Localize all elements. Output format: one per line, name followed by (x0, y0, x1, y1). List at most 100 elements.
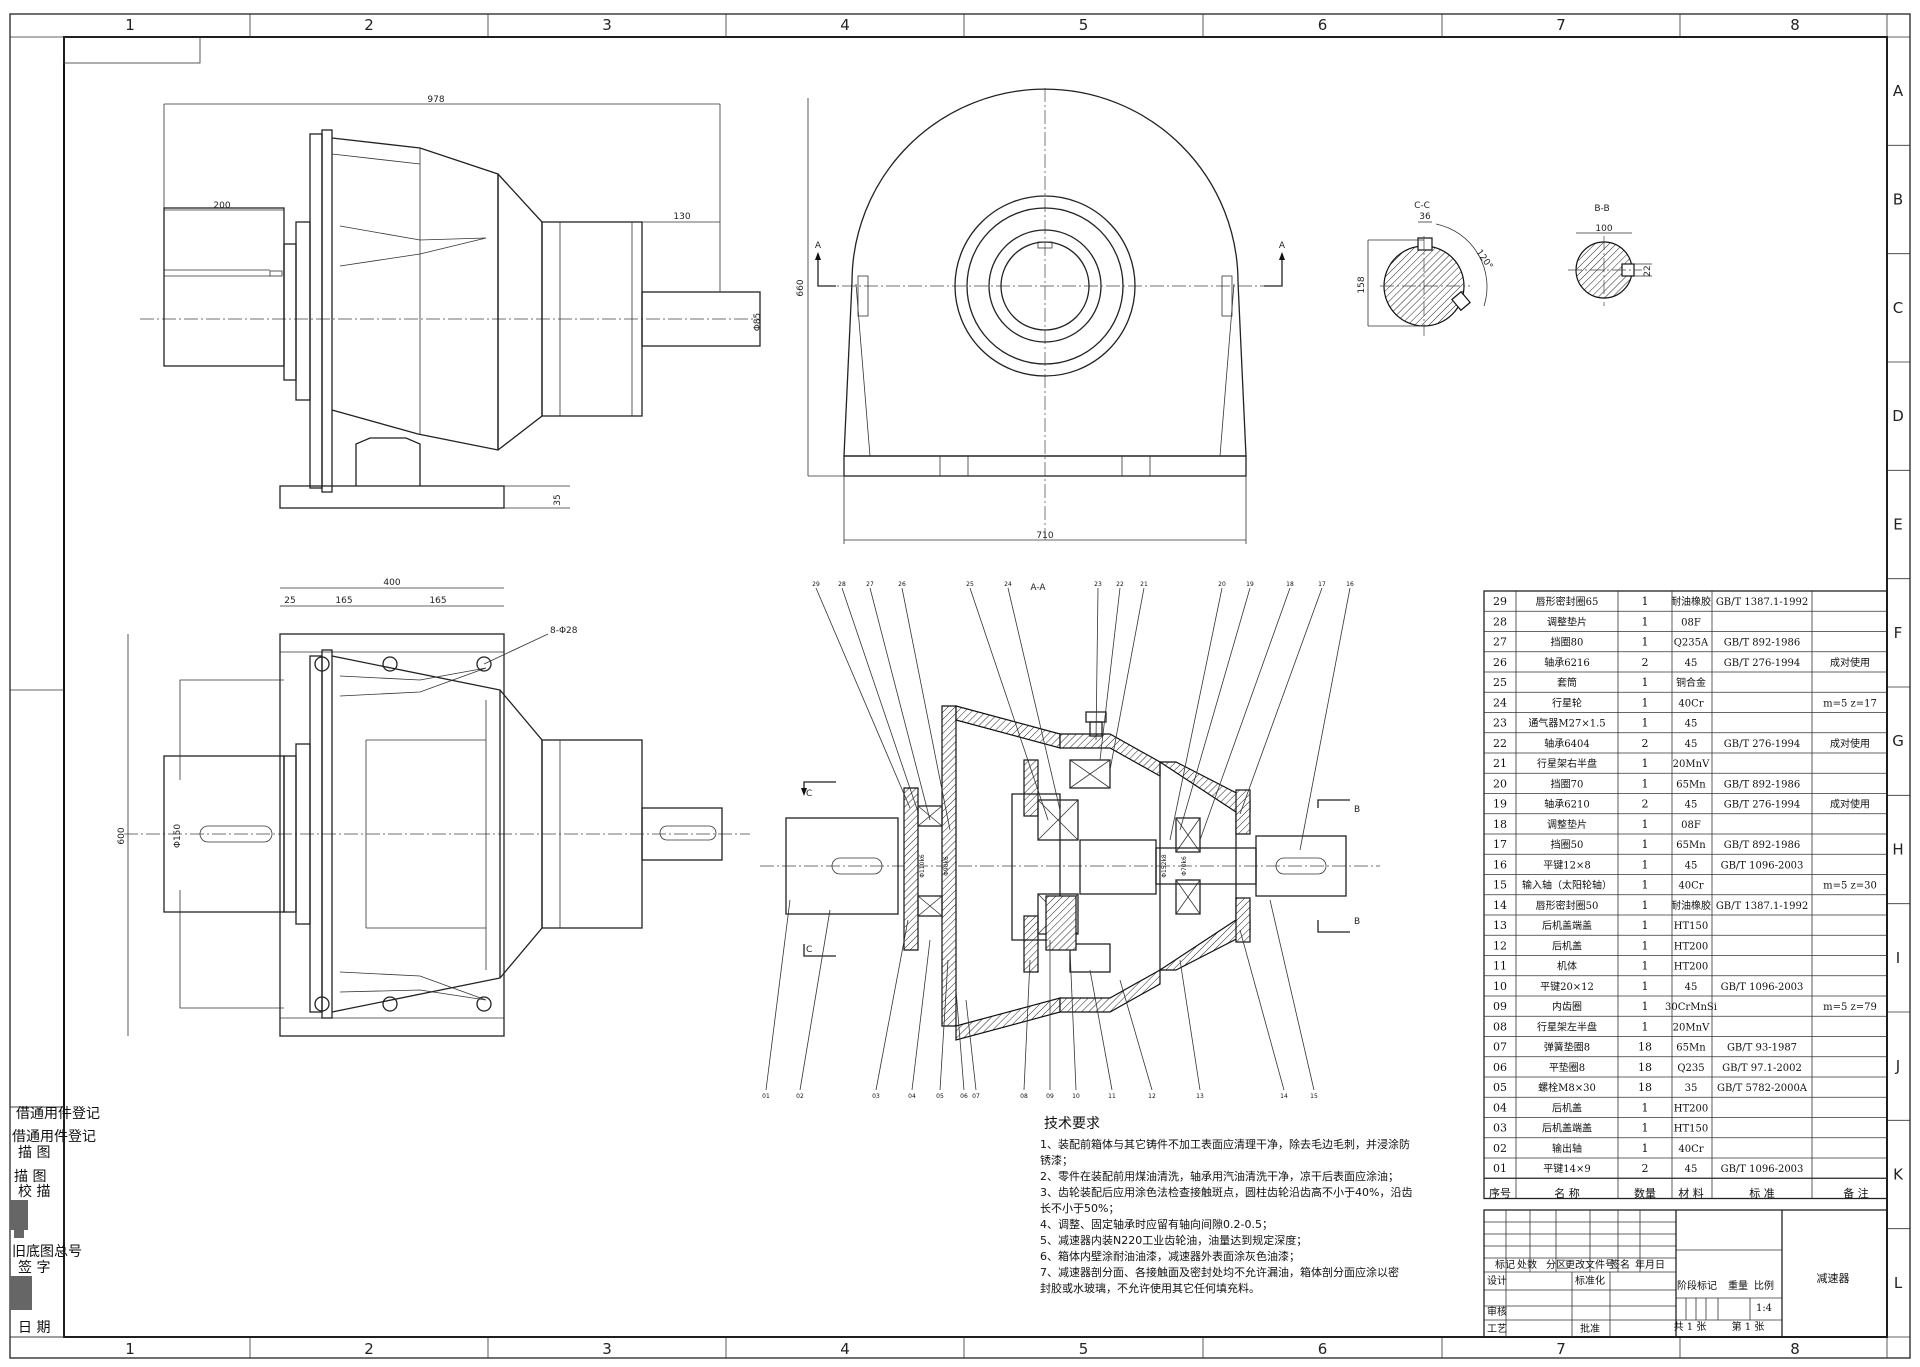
bom-cell-standard: GB/T 276-1994 (1724, 800, 1800, 811)
bom-cell-material: 45 (1685, 800, 1698, 811)
balloon-bottom-label: 08 (1020, 1093, 1028, 1100)
dim-plan-total: 400 (383, 578, 400, 588)
dim-shaft-left: 200 (213, 201, 230, 211)
tech-requirements-title: 技术要求 (1044, 1116, 1100, 1132)
bom-cell-qty: 1 (1642, 1101, 1649, 1114)
section-cc-title: C-C (1414, 201, 1430, 211)
balloon-leader (765, 899, 791, 1091)
column-label-top: 5 (1079, 16, 1089, 34)
tb-approve: 批准 (1580, 1322, 1600, 1335)
tech-requirement-line: 3、齿轮装配后应用涂色法检查接触斑点，圆柱齿轮沿齿高不小于40%，沿齿 (1040, 1185, 1412, 1199)
balloon-top-label: 20 (1218, 581, 1226, 588)
bom-cell-qty: 1 (1642, 615, 1649, 628)
bom-cell-name: 通气器M27×1.5 (1528, 717, 1605, 730)
balloon-bottom-label: 05 (936, 1093, 944, 1100)
bom-cell-material: 45 (1685, 982, 1698, 993)
bom-cell-no: 17 (1493, 838, 1507, 851)
view-plan: 400 25 165 165 8-Φ28 600 Φ150 (117, 578, 750, 1037)
balloon-bottom-label: 09 (1046, 1093, 1054, 1100)
bom-cell-name: 机体 (1557, 960, 1577, 973)
bom-cell-name: 调整垫片 (1547, 818, 1587, 831)
dim-cc-key: 36 (1419, 212, 1431, 222)
balloon-leader (875, 919, 909, 1091)
row-label: C (1893, 299, 1903, 317)
bom-cell-name: 调整垫片 (1547, 615, 1587, 628)
bom-cell-qty: 1 (1642, 960, 1649, 973)
balloon-leader (969, 587, 1049, 821)
bom-cell-qty: 2 (1642, 1162, 1649, 1175)
row-label: D (1892, 407, 1904, 425)
bom-cell-no: 13 (1493, 919, 1507, 932)
tb-process: 工艺 (1487, 1323, 1507, 1335)
bom-cell-qty: 1 (1642, 838, 1649, 851)
section-marker-a-left: A (815, 241, 822, 251)
bom-cell-qty: 1 (1642, 777, 1649, 790)
dim-bb-key: 22 (1643, 265, 1653, 276)
bom-cell-qty: 1 (1642, 595, 1649, 608)
column-label-bottom: 4 (840, 1340, 850, 1358)
side-register-item-4: 校 描 (18, 1183, 50, 1200)
dim-aa-inner-1: Φ90k6 (943, 856, 950, 876)
bom-cell-no: 14 (1493, 899, 1507, 912)
bom-cell-remark: m=5 z=30 (1823, 881, 1877, 892)
tech-requirement-line: 长不小于50%； (1040, 1202, 1119, 1215)
tb-stage-mark: 阶段标记 (1677, 1279, 1717, 1292)
bom-cell-qty: 1 (1642, 939, 1649, 952)
bom-cell-no: 23 (1493, 717, 1507, 730)
balloon-bottom-label: 14 (1280, 1093, 1288, 1100)
balloon-top-label: 21 (1140, 581, 1148, 588)
side-register-item-1: 借通用件登记 (12, 1129, 96, 1145)
bom-cell-no: 05 (1493, 1081, 1507, 1094)
column-label-bottom: 7 (1556, 1340, 1566, 1358)
bom-cell-name: 行星轮 (1552, 696, 1582, 709)
column-label-top: 2 (364, 16, 374, 34)
drawing-frame (9, 13, 1911, 1359)
balloon-leader (965, 999, 977, 1091)
bom-cell-material: HT200 (1674, 941, 1708, 952)
bom-cell-name: 轴承6210 (1544, 798, 1589, 811)
tb-check: 审核 (1487, 1305, 1507, 1318)
bom-cell-material: 08F (1681, 617, 1701, 628)
bom-cell-standard: GB/T 892-1986 (1724, 638, 1800, 649)
bom-cell-no: 12 (1493, 939, 1507, 952)
balloon-top-label: 25 (966, 581, 974, 588)
bom-cell-material: 65Mn (1676, 779, 1706, 790)
bom-cell-qty: 2 (1642, 737, 1649, 750)
bom-cell-no: 01 (1493, 1162, 1507, 1175)
dim-aa-inner-3: Φ70k6 (1181, 856, 1188, 876)
row-label: I (1896, 949, 1900, 967)
bom-cell-standard: GB/T 892-1986 (1724, 779, 1800, 790)
bom-cell-material: 45 (1685, 860, 1698, 871)
balloon-top-label: 18 (1286, 581, 1294, 588)
bom-cell-material: HT150 (1674, 1124, 1708, 1135)
bom-cell-no: 18 (1493, 818, 1507, 831)
bom-cell-name: 挡圈80 (1551, 636, 1584, 649)
bom-cell-standard: GB/T 93-1987 (1727, 1043, 1797, 1054)
row-label: L (1894, 1274, 1903, 1292)
dim-overall-length: 978 (427, 95, 444, 105)
balloon-leader (1099, 587, 1121, 761)
tech-requirement-line: 2、零件在装配前用煤油清洗，轴承用汽油清洗干净，凉干后表面应涂油； (1040, 1169, 1399, 1183)
dim-plan-width: 600 (117, 827, 127, 844)
bom-cell-standard: GB/T 97.1-2002 (1722, 1063, 1802, 1074)
column-label-top: 1 (125, 16, 135, 34)
balloon-leader (1179, 587, 1251, 831)
dim-shaft-right: 130 (673, 212, 690, 222)
bom-cell-qty: 1 (1642, 899, 1649, 912)
bom-cell-qty: 1 (1642, 636, 1649, 649)
row-label: G (1892, 732, 1904, 750)
bom-cell-no: 09 (1493, 1000, 1507, 1013)
bom-cell-name: 挡圈50 (1551, 838, 1584, 851)
balloon-leader (955, 989, 965, 1091)
bom-cell-name: 轴承6404 (1544, 737, 1589, 750)
